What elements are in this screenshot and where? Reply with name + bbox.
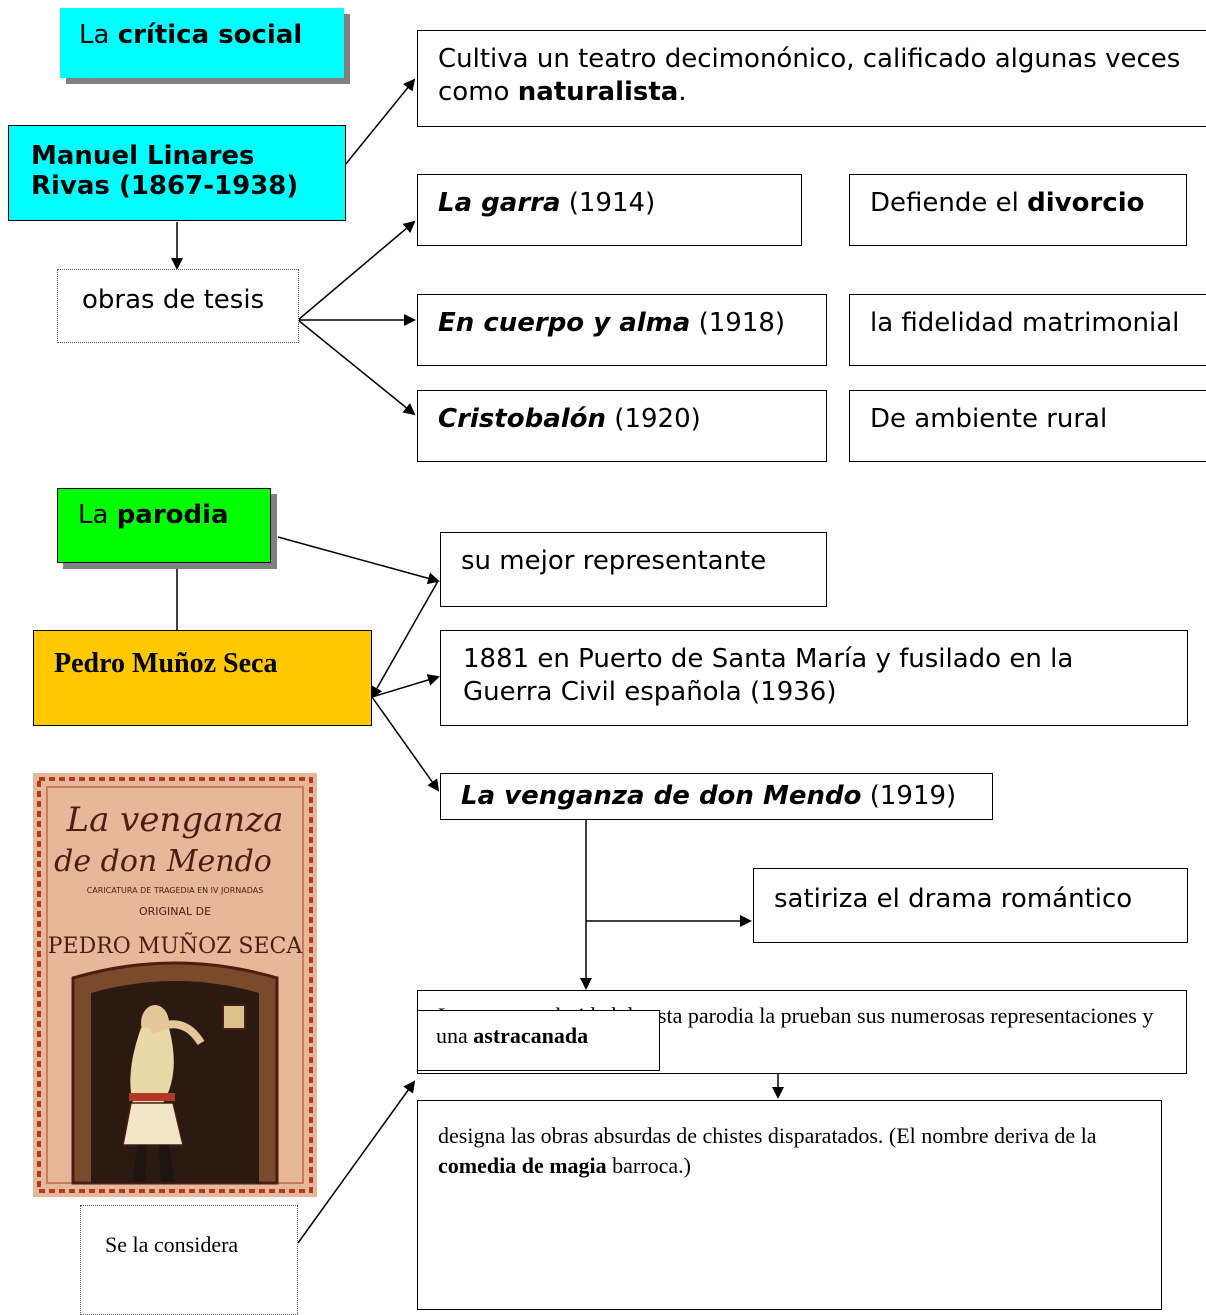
work-title: La garra bbox=[438, 188, 561, 218]
venganza-title: La venganza de don Mendo bbox=[461, 781, 862, 811]
work-year: (1920) bbox=[614, 404, 701, 434]
linares-description: Cultiva un teatro decimonónico, califica… bbox=[417, 30, 1206, 127]
poster-title-line1: La venganza bbox=[66, 800, 284, 840]
linares-name: Manuel Linares Rivas (1867-1938) bbox=[31, 141, 299, 201]
arrow-munoz-venganza bbox=[371, 696, 440, 792]
obras-de-tesis-box: obras de tesis bbox=[57, 269, 299, 343]
section-critica-social: La crítica social bbox=[60, 8, 344, 78]
note-rural: De ambiente rural bbox=[849, 390, 1206, 462]
astracanada-definition-box: designa las obras absurdas de chistes di… bbox=[417, 1100, 1162, 1310]
work-title: En cuerpo y alma bbox=[438, 308, 691, 338]
section-parodia-bold: parodia bbox=[116, 500, 229, 530]
poster-image: La venganza de don Mendo CARICATURA DE T… bbox=[33, 773, 317, 1197]
astracanada-box: una astracanada bbox=[417, 1010, 660, 1071]
work-la-garra: La garra (1914) bbox=[417, 174, 802, 246]
work-year: (1918) bbox=[698, 308, 786, 338]
munoz-bio-text: 1881 en Puerto de Santa María y fusilado… bbox=[463, 644, 1074, 707]
note-divorcio: Defiende el divorcio bbox=[849, 174, 1187, 246]
mejor-representante-box: su mejor representante bbox=[440, 532, 827, 607]
section-parodia-prefix: La bbox=[78, 500, 109, 530]
arrow-linares-desc bbox=[344, 78, 416, 166]
munoz-name: Pedro Muñoz Seca bbox=[54, 648, 278, 679]
poster-illustration: La venganza de don Mendo CARICATURA DE T… bbox=[33, 773, 317, 1197]
arrow-parodia-representante bbox=[277, 536, 440, 585]
linares-desc-text: Cultiva un teatro decimonónico, califica… bbox=[438, 44, 1181, 107]
satire-text: satiriza el drama romántico bbox=[774, 884, 1133, 914]
mejor-representante-text: su mejor representante bbox=[461, 546, 767, 576]
poster-title-line2: de don Mendo bbox=[54, 844, 272, 879]
work-en-cuerpo-y-alma: En cuerpo y alma (1918) bbox=[417, 294, 827, 366]
arrow-munoz-bio bbox=[371, 674, 440, 698]
poster-subtitle: CARICATURA DE TRAGEDIA EN IV JORNADAS bbox=[87, 886, 264, 895]
satire-box: satiriza el drama romántico bbox=[753, 868, 1188, 943]
astracanada-bold: astracanada bbox=[473, 1023, 589, 1048]
note-fidelidad: la fidelidad matrimonial bbox=[849, 294, 1206, 366]
section-critica-bold: crítica social bbox=[117, 20, 303, 50]
note-text: Defiende el bbox=[870, 188, 1019, 218]
se-la-considera-box: Se la considera bbox=[80, 1205, 298, 1315]
work-year: (1914) bbox=[568, 188, 656, 218]
arrow-considera-astra bbox=[297, 1080, 416, 1244]
munoz-name-box: Pedro Muñoz Seca bbox=[33, 630, 372, 726]
munoz-bio-box: 1881 en Puerto de Santa María y fusilado… bbox=[440, 630, 1188, 726]
section-critica-prefix: La bbox=[79, 20, 110, 50]
astra-def-text: designa las obras absurdas de chistes di… bbox=[438, 1123, 1097, 1148]
se-la-considera-text: Se la considera bbox=[105, 1232, 239, 1257]
linares-desc-bold: naturalista bbox=[517, 77, 679, 107]
astracanada-prefix: una bbox=[436, 1023, 468, 1048]
poster-original: ORIGINAL DE bbox=[139, 905, 211, 918]
arrow-obras-garra bbox=[297, 220, 416, 321]
linares-name-box: Manuel Linares Rivas (1867-1938) bbox=[8, 125, 346, 221]
work-cristobalon: Cristobalón (1920) bbox=[417, 390, 827, 462]
obras-de-tesis-label: obras de tesis bbox=[82, 285, 265, 315]
venganza-box: La venganza de don Mendo (1919) bbox=[440, 773, 993, 820]
note-text: De ambiente rural bbox=[870, 404, 1108, 434]
section-parodia: La parodia bbox=[57, 488, 271, 563]
arrow-representante-munoz bbox=[371, 580, 439, 699]
note-text: la fidelidad matrimonial bbox=[870, 308, 1180, 338]
arrow-obras-cristobalon bbox=[297, 319, 416, 416]
poster-author: PEDRO MUÑOZ SECA bbox=[48, 931, 304, 959]
astra-def-text-2: barroca.) bbox=[612, 1153, 691, 1178]
astra-def-bold: comedia de magia bbox=[438, 1153, 607, 1178]
note-bold: divorcio bbox=[1027, 188, 1145, 218]
venganza-year: (1919) bbox=[869, 781, 957, 811]
linares-desc-suffix: . bbox=[678, 77, 687, 107]
work-title: Cristobalón bbox=[438, 404, 607, 434]
